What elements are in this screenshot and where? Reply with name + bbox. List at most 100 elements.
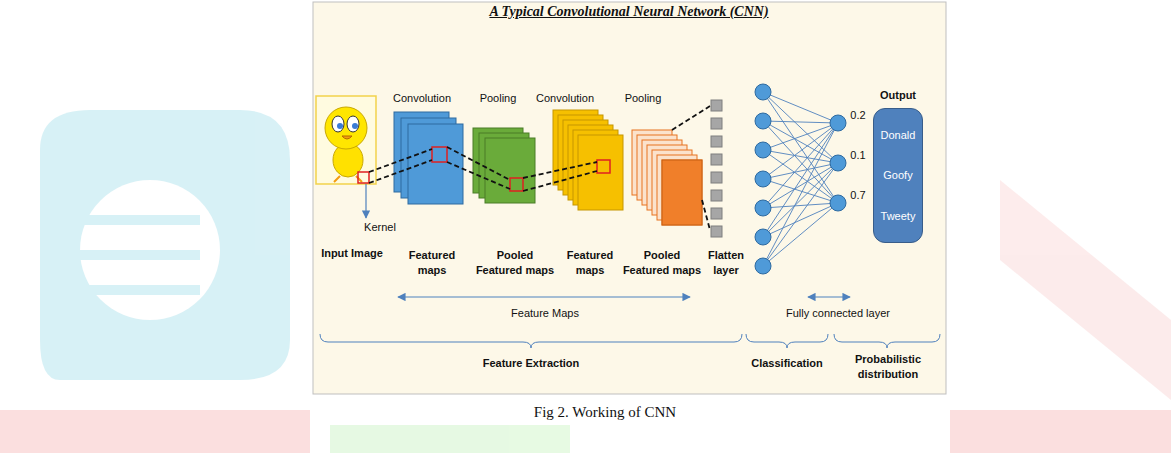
feature-maps-1: [394, 112, 463, 204]
bird-beak: [342, 136, 352, 139]
bird-pupil: [352, 123, 358, 129]
watermark-shape: [330, 425, 570, 453]
neuron: [830, 115, 846, 131]
dense-connection: [763, 150, 838, 163]
span-arrow: [398, 296, 690, 297]
dense-connection: [763, 121, 838, 163]
brace: [320, 334, 742, 348]
part-label: Feature Maps: [485, 306, 605, 321]
flatten-unit: [711, 136, 722, 147]
dense-connection: [763, 123, 838, 179]
watermark-stroke: [60, 250, 200, 260]
dense-connection: [763, 121, 838, 203]
part-label: Flatten layer: [704, 248, 749, 278]
part-label: Pooled Featured maps: [474, 248, 556, 278]
neuron: [755, 142, 771, 158]
part-label: Convolution: [525, 91, 605, 106]
kernel-square: [597, 160, 610, 173]
dashed-projection: [523, 171, 597, 191]
flatten-unit: [711, 190, 722, 201]
dashed-projection: [447, 162, 510, 189]
projection-lines: [369, 106, 710, 230]
flatten-layer: [711, 100, 722, 237]
neuron: [830, 155, 846, 171]
kernel-square: [432, 147, 447, 162]
kernel-pointer: [365, 184, 366, 218]
dashed-projection: [672, 106, 710, 130]
image-frame: [316, 96, 376, 184]
neuron: [755, 171, 771, 187]
dashed-projection: [369, 149, 432, 172]
dense-connection: [763, 163, 838, 237]
watermark-stroke: [60, 285, 200, 295]
neuron: [755, 113, 771, 129]
feature-map: [662, 160, 702, 225]
output-heading: Output: [880, 89, 916, 101]
class-name: Goofy: [883, 169, 912, 181]
bird-eye: [332, 116, 344, 132]
part-label: Feature Extraction: [451, 356, 611, 371]
dense-connection: [763, 123, 838, 237]
part-label: 0.7: [845, 188, 871, 203]
part-label: 0.1: [845, 148, 871, 163]
watermark-shape: [950, 410, 1171, 453]
part-label: Pooled Featured maps: [621, 248, 703, 278]
feature-map: [578, 135, 623, 210]
dense-connection: [763, 203, 838, 266]
output-box: OutputDonaldGoofyTweety: [873, 108, 923, 243]
part-label: Pooling: [468, 91, 528, 106]
dense-connections: [763, 92, 838, 266]
dense-connection: [763, 203, 838, 237]
flatten-unit: [711, 172, 722, 183]
watermark-shape: [0, 410, 310, 453]
dense-connection: [763, 163, 838, 208]
dense-connection: [763, 92, 838, 203]
part-label: Probabilistic distribution: [838, 352, 938, 382]
dense-connection: [763, 92, 838, 123]
pooled-maps-1: [473, 128, 535, 203]
feature-maps-2: [553, 110, 623, 210]
part-label: Featured maps: [401, 248, 463, 278]
part-label: Convolution: [382, 91, 462, 106]
flatten-unit: [711, 100, 722, 111]
part-label: Classification: [745, 356, 829, 371]
part-label: Input Image: [312, 246, 392, 261]
part-label: Fully connected layer: [773, 306, 903, 321]
flatten-unit: [711, 226, 722, 237]
dense-connection: [763, 123, 838, 266]
dashed-projection: [702, 200, 710, 230]
figure-frame: [313, 2, 946, 394]
part-label: Featured maps: [559, 248, 621, 278]
neuron: [755, 200, 771, 216]
span-arrow: [808, 296, 850, 297]
dense-connection: [763, 121, 838, 123]
bird-head: [325, 107, 367, 149]
dashed-projection: [369, 160, 432, 183]
feature-map: [408, 124, 463, 204]
input-image: [316, 96, 376, 184]
dense-connection: [763, 163, 838, 266]
class-name: Donald: [881, 129, 916, 141]
flatten-unit: [711, 208, 722, 219]
dense-connection: [763, 203, 838, 208]
figure-caption: Fig 2. Working of CNN: [534, 404, 676, 421]
bird-pupil: [337, 123, 343, 129]
neuron: [755, 229, 771, 245]
flatten-unit: [711, 154, 722, 165]
part-label: Pooling: [613, 91, 673, 106]
brace: [746, 334, 828, 348]
figure-title: A Typical Convolutional Neural Network (…: [489, 4, 768, 20]
watermark-shape: [1000, 180, 1171, 400]
flatten-unit: [711, 118, 722, 129]
neuron: [755, 258, 771, 274]
part-label: 0.2: [845, 108, 871, 123]
kernel-square: [358, 172, 369, 183]
kernel-square: [510, 178, 523, 191]
neuron: [755, 84, 771, 100]
pooled-maps-2: [632, 130, 702, 225]
class-name: Tweety: [881, 210, 916, 222]
dashed-projection: [523, 162, 597, 178]
